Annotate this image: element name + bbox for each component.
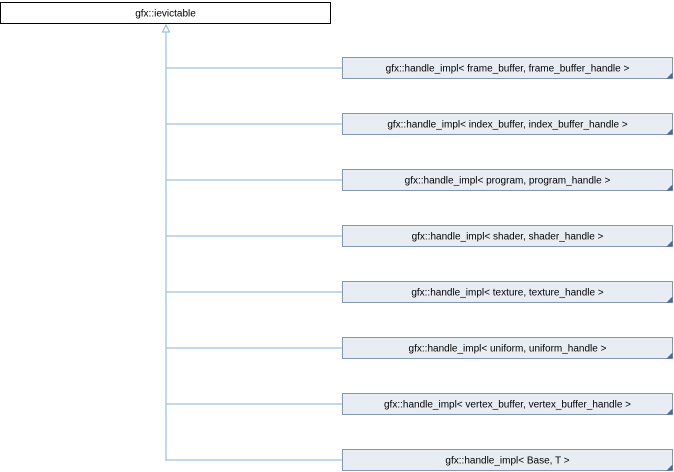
derived-class-label: gfx::handle_impl< texture, texture_handl… (411, 288, 604, 299)
corner-marker-icon (666, 408, 673, 415)
branch-lines (166, 67, 342, 461)
derived-class-box (342, 281, 673, 303)
derived-class-node[interactable]: gfx::handle_impl< shader, shader_handle … (342, 225, 673, 247)
derived-class-label: gfx::handle_impl< Base, T > (445, 456, 569, 467)
derived-class-box (342, 393, 673, 415)
corner-marker-icon (666, 128, 673, 135)
base-class-box (0, 2, 331, 24)
derived-class-box (342, 337, 673, 359)
derived-class-label: gfx::handle_impl< frame_buffer, frame_bu… (386, 64, 630, 75)
inheritance-connectors (161, 23, 171, 461)
corner-marker-icon (666, 184, 673, 191)
derived-class-list: gfx::handle_impl< frame_buffer, frame_bu… (342, 57, 673, 471)
derived-class-node[interactable]: gfx::handle_impl< Base, T > (342, 449, 673, 471)
derived-class-box (342, 169, 673, 191)
derived-class-box (342, 57, 673, 79)
derived-class-node[interactable]: gfx::handle_impl< uniform, uniform_handl… (342, 337, 673, 359)
derived-class-box (342, 449, 673, 471)
derived-class-label: gfx::handle_impl< index_buffer, index_bu… (387, 120, 628, 131)
corner-marker-icon (666, 352, 673, 359)
derived-class-label: gfx::handle_impl< program, program_handl… (405, 176, 611, 187)
corner-marker-icon (666, 296, 673, 303)
corner-marker-icon (666, 72, 673, 79)
derived-class-label: gfx::handle_impl< uniform, uniform_handl… (409, 344, 607, 355)
derived-class-node[interactable]: gfx::handle_impl< index_buffer, index_bu… (342, 113, 673, 135)
base-class-label: gfx::ievictable (135, 9, 196, 20)
derived-class-box (342, 113, 673, 135)
derived-class-node[interactable]: gfx::handle_impl< texture, texture_handl… (342, 281, 673, 303)
derived-class-label: gfx::handle_impl< vertex_buffer, vertex_… (384, 400, 631, 411)
base-class-node[interactable]: gfx::ievictable (0, 2, 331, 24)
corner-marker-icon (666, 240, 673, 247)
inheritance-arrowhead (161, 23, 171, 33)
corner-marker-icon (666, 464, 673, 471)
derived-class-node[interactable]: gfx::handle_impl< frame_buffer, frame_bu… (342, 57, 673, 79)
derived-class-node[interactable]: gfx::handle_impl< program, program_handl… (342, 169, 673, 191)
derived-class-label: gfx::handle_impl< shader, shader_handle … (412, 232, 604, 243)
derived-class-node[interactable]: gfx::handle_impl< vertex_buffer, vertex_… (342, 393, 673, 415)
derived-class-box (342, 225, 673, 247)
